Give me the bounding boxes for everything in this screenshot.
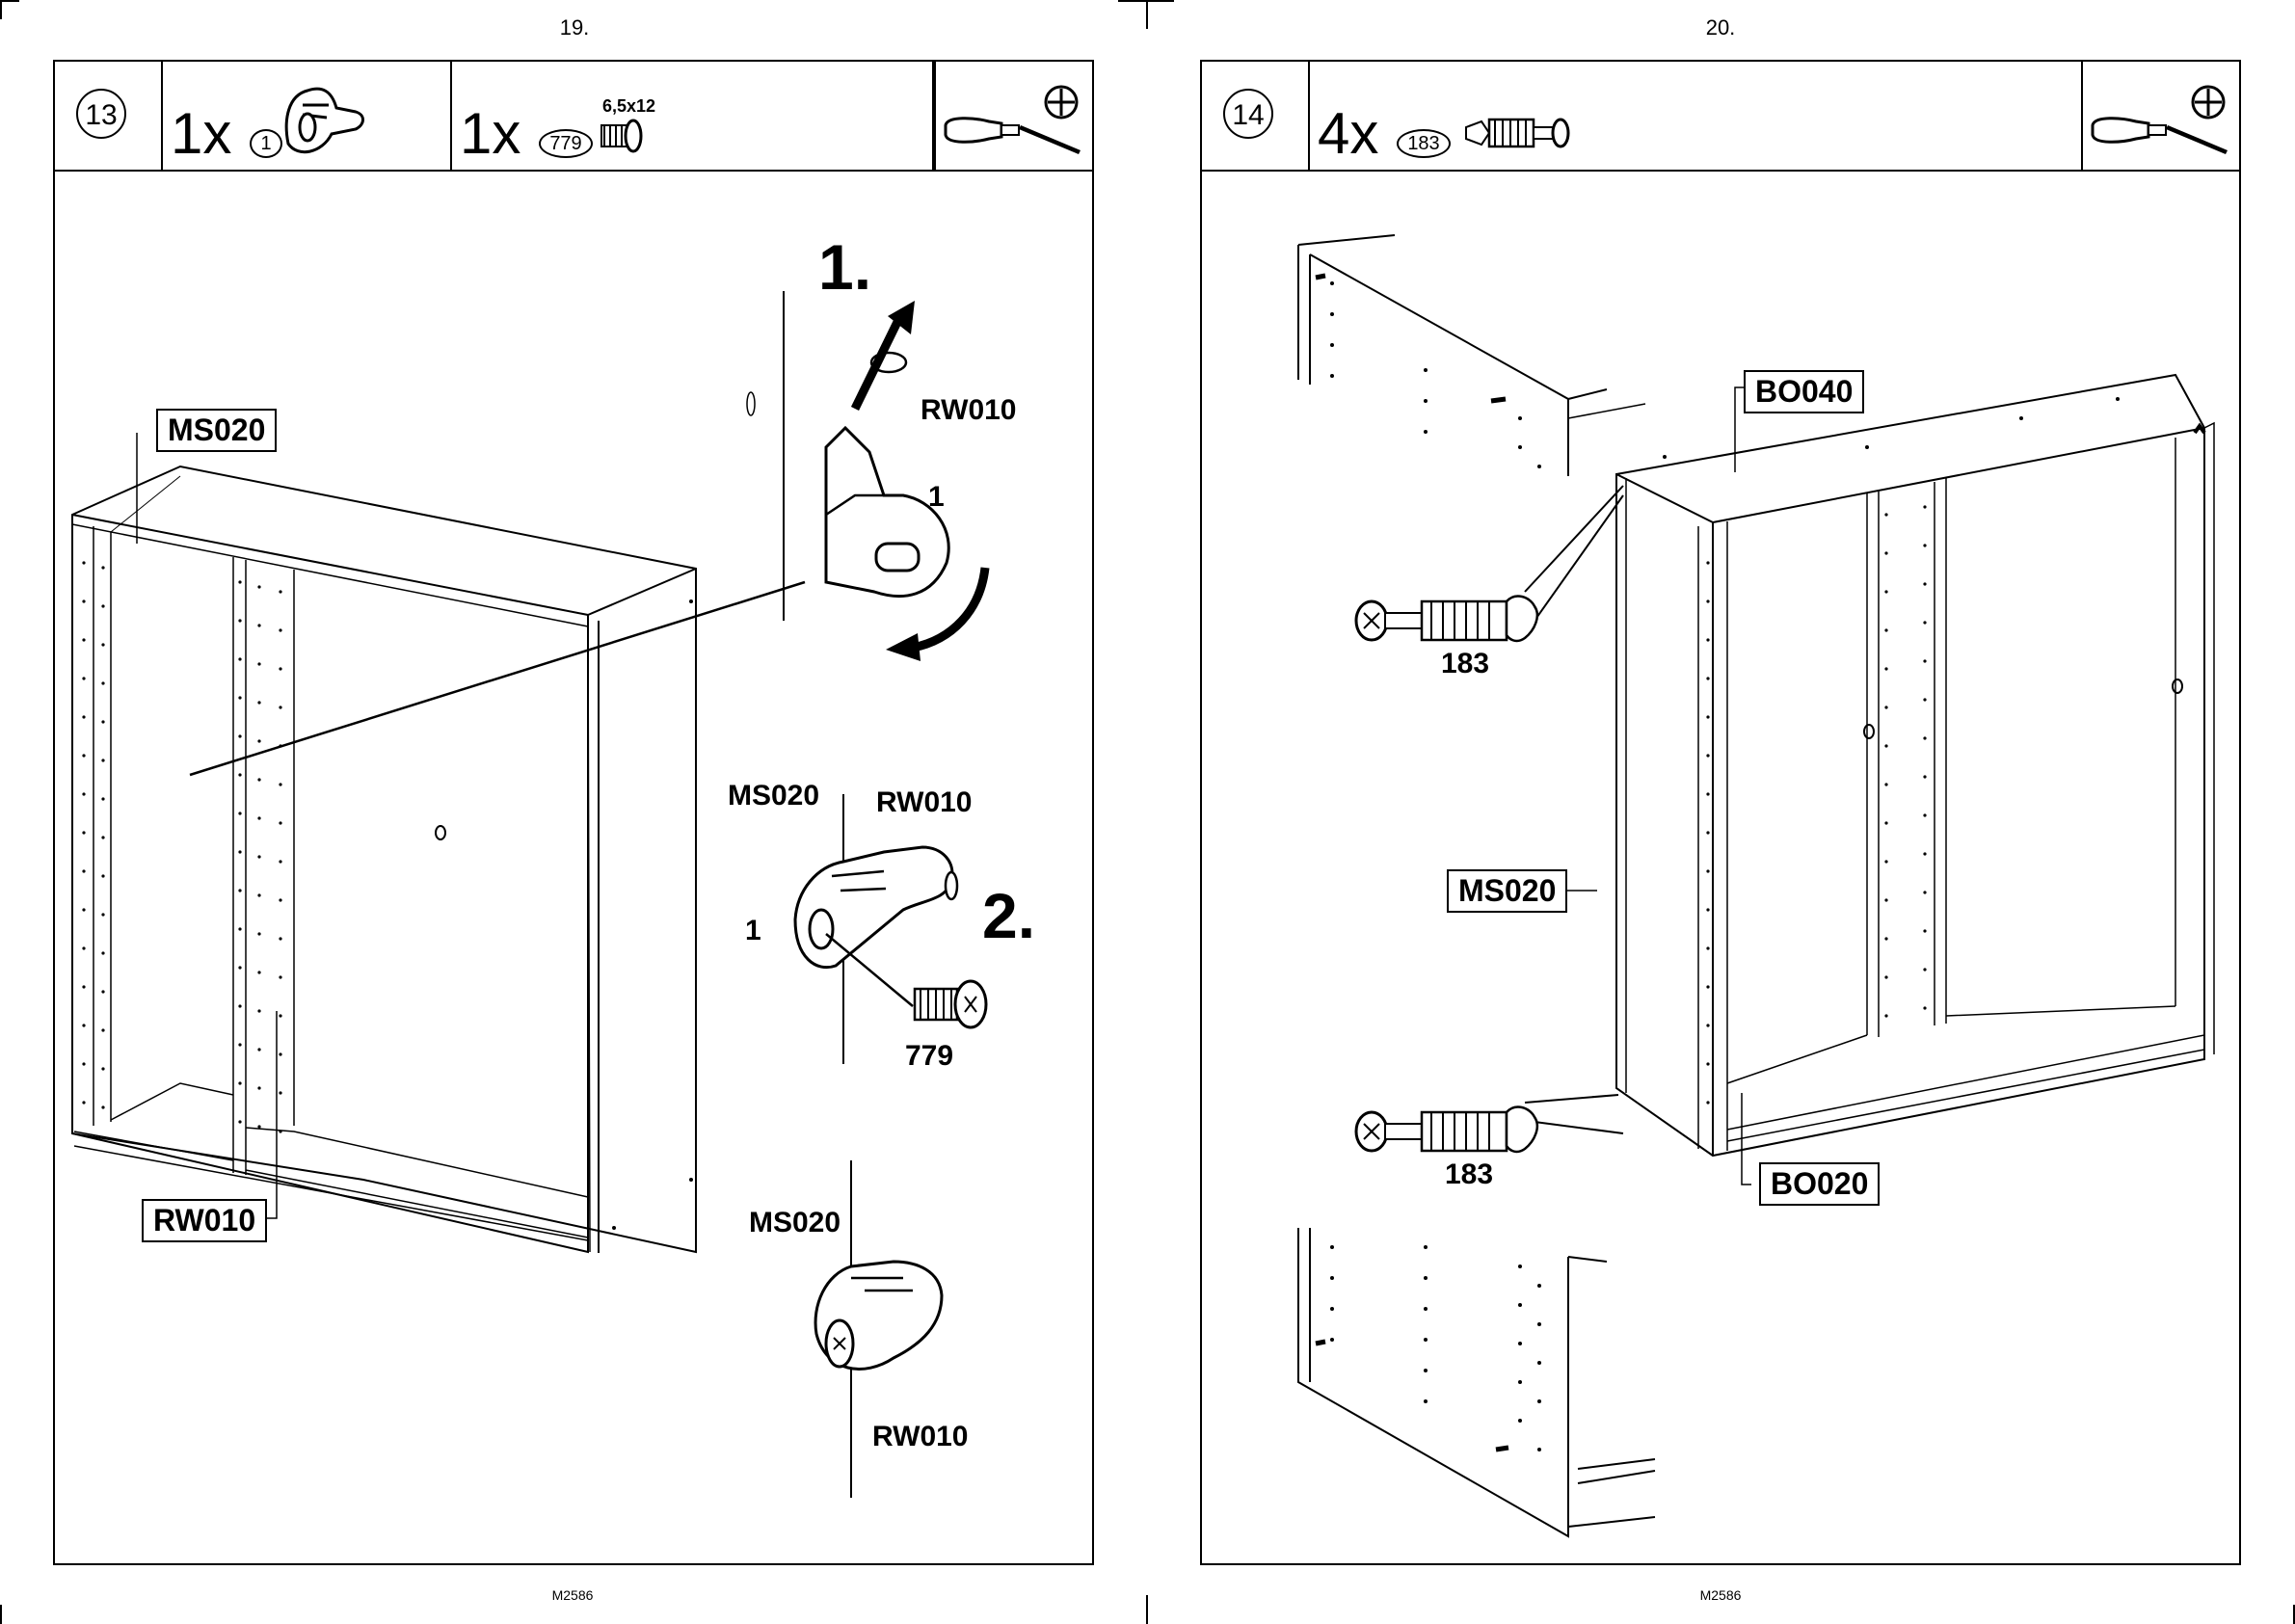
carcass-drawing bbox=[1202, 62, 2243, 1565]
label-screw-779: 779 bbox=[905, 1040, 953, 1073]
step-14-panel: 14 4x 183 bbox=[1200, 60, 2241, 1565]
label-bo020: BO020 bbox=[1759, 1162, 1880, 1206]
label-rw010-c: RW010 bbox=[872, 1421, 969, 1453]
page-number-right: 20. bbox=[1672, 15, 1769, 40]
label-ms020-b: MS020 bbox=[728, 780, 819, 812]
label-ms020: MS020 bbox=[1447, 869, 1567, 913]
label-rw010-b: RW010 bbox=[876, 786, 973, 819]
footer-code-right: M2586 bbox=[1672, 1587, 1769, 1603]
label-bo040: BO040 bbox=[1744, 370, 1864, 413]
label-part-1-a: 1 bbox=[928, 481, 945, 514]
step-1-marker: 1. bbox=[818, 230, 871, 304]
label-dowel-183-top: 183 bbox=[1441, 648, 1489, 680]
crop-mark-bottom-left bbox=[0, 1605, 2, 1624]
label-part-1-b: 1 bbox=[745, 915, 761, 947]
crop-mark-top-center-v bbox=[1146, 0, 1148, 29]
hole-dots bbox=[82, 561, 693, 1230]
page-number-left: 19. bbox=[526, 15, 623, 40]
step-13-panel: 13 1x 1 1x 779 6,5x12 bbox=[53, 60, 1094, 1565]
crop-mark-top-left-v bbox=[0, 0, 2, 19]
label-ms020-c: MS020 bbox=[749, 1207, 841, 1239]
footer-code-left: M2586 bbox=[524, 1587, 621, 1603]
crop-mark-top-left bbox=[0, 0, 19, 2]
label-rw010-a: RW010 bbox=[921, 394, 1017, 427]
step-2-marker: 2. bbox=[982, 879, 1035, 952]
label-rw010-box: RW010 bbox=[142, 1199, 267, 1242]
label-ms020-box: MS020 bbox=[156, 409, 277, 452]
crop-mark-bottom-center bbox=[1146, 1595, 1148, 1624]
label-dowel-183-bottom: 183 bbox=[1445, 1158, 1493, 1191]
